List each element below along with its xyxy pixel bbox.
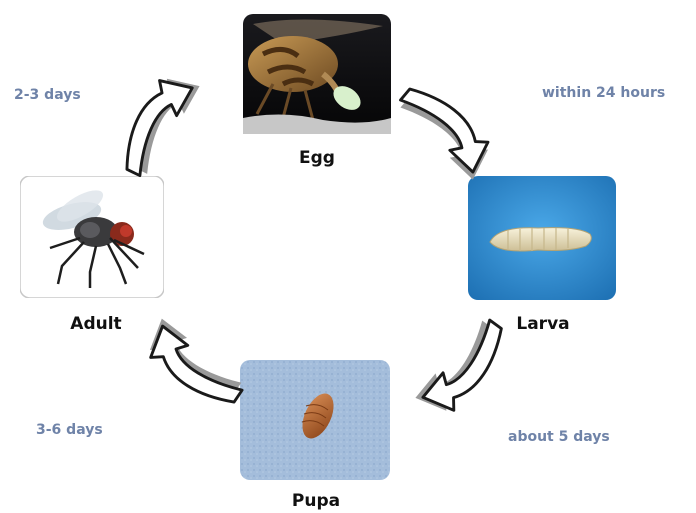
curved-arrow-icon-bottom-left xyxy=(139,319,250,413)
curved-arrow-icon-top-right xyxy=(391,79,499,179)
curved-arrow-icon-bottom-right xyxy=(415,312,511,422)
curved-arrow-icon-top-left xyxy=(116,68,200,182)
